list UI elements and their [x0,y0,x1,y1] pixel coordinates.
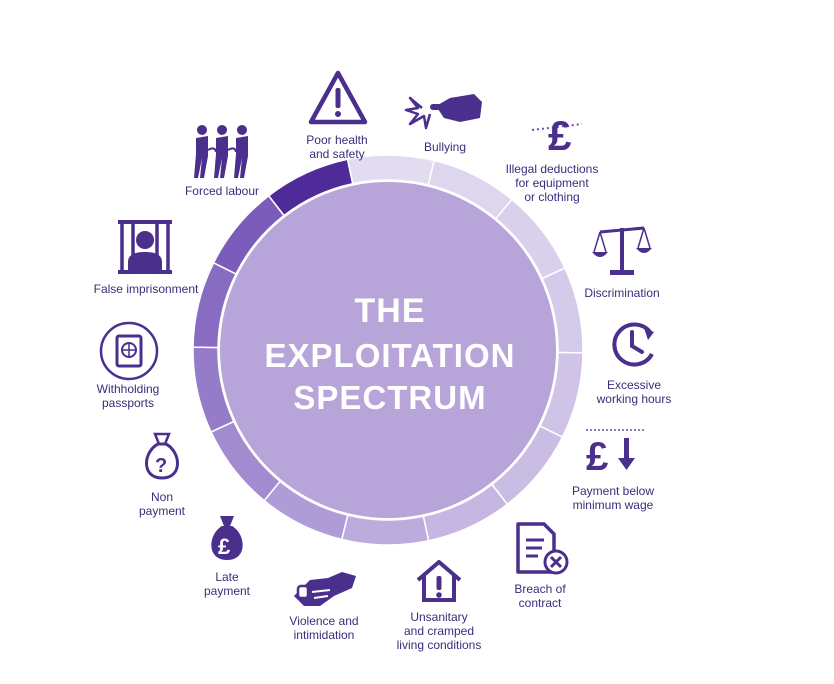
ring-segment [340,514,430,546]
label-line: Forced labour [184,184,260,198]
warning-triangle-icon [308,70,368,126]
label-line: False imprisonment [93,282,199,296]
title-line-1: THE [354,292,426,330]
svg-text:?: ? [155,455,167,477]
scales-icon [592,222,652,278]
label-line: payment [203,584,251,598]
label-line: living conditions [396,638,482,652]
label-line: contract [518,596,562,610]
title-line-2: EXPLOITATION [264,337,516,374]
money-bag-pound-icon: £ [204,512,250,564]
label-line: or clothing [524,190,580,204]
title-line-3: SPECTRUM [293,379,487,416]
label-line: intimidation [293,628,355,642]
label-line: Poor health [306,133,368,147]
label-line: Withholding [96,382,160,396]
label-line: Illegal deductions [505,162,599,176]
label-line: passports [101,396,155,410]
pointing-fist-icon [404,84,486,132]
grabbing-hand-icon [290,566,360,610]
label-line: working hours [596,392,672,406]
label-line: Discrimination [584,286,660,300]
document-x-icon [514,520,570,578]
label-line: Excessive [606,378,662,392]
label-line: Payment below [571,484,655,498]
pound-down-arrow-icon: £ [580,424,652,476]
svg-text:£: £ [586,435,608,476]
label-line: Non [150,490,173,504]
label-line: Bullying [423,140,467,154]
clock-icon [606,320,662,372]
label-line: for equipment [515,176,589,190]
chained-people-icon [190,124,256,180]
label-line: minimum wage [572,498,654,512]
label-line: Violence and [289,614,359,628]
label-line: and safety [309,147,365,161]
person-behind-bars-icon [116,218,174,276]
svg-text:£: £ [548,112,571,154]
svg-text:£: £ [218,534,231,559]
passport-icon [98,320,160,382]
money-bag-question-icon: ? [140,430,184,482]
label-line: Unsanitary [410,610,468,624]
label-line: payment [138,504,186,518]
pound-sign-icon: £ [528,106,586,154]
house-warning-icon [414,558,464,604]
label-line: Late [215,570,239,584]
center-disc [220,182,556,518]
label-line: Breach of [514,582,566,596]
ring-segment [267,158,354,217]
label-line: and cramped [403,624,475,638]
